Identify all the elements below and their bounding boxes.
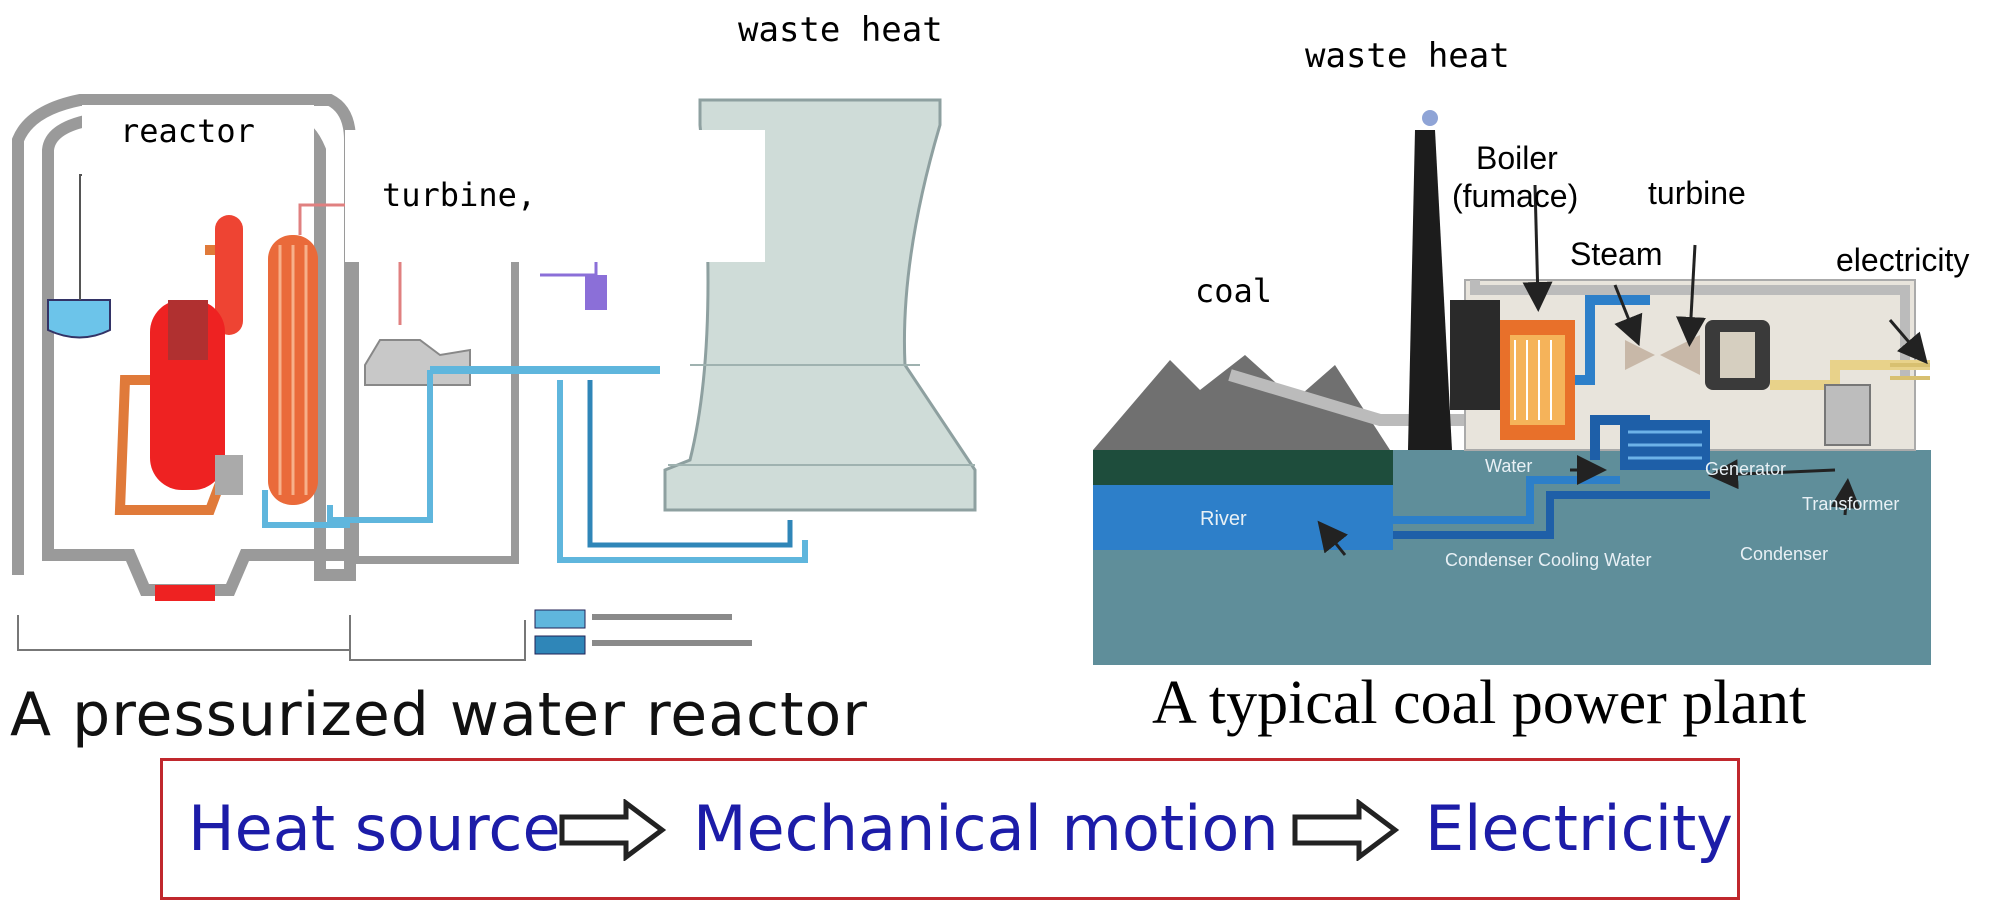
pwr-diagram: [12, 94, 977, 661]
coal-generator-label: Generator: [1705, 459, 1786, 479]
pwr-turbine-label: turbine,: [382, 176, 537, 214]
flow-arrow-2-icon: [1292, 799, 1400, 861]
coal-condenser-label: Condenser: [1740, 544, 1828, 564]
flow-heat-source: Heat source: [188, 792, 561, 865]
energy-flow-box: Heat source Mechanical motion Electricit…: [160, 758, 1740, 900]
coal-boiler-label-1: Boiler: [1476, 140, 1558, 176]
power-line: [1770, 360, 1930, 390]
coal-plant-diagram: Water Generator Transformer River Conden…: [1093, 110, 1931, 665]
auxiliary-cooling-loop: [587, 380, 793, 548]
coal-caption: A typical coal power plant: [1152, 669, 1807, 737]
coal-steam-label: Steam: [1570, 236, 1663, 272]
coal-turbine-label: turbine: [1648, 175, 1746, 211]
coal-condenser-cooling-label: Condenser Cooling Water: [1445, 550, 1651, 570]
coal-water-label: Water: [1485, 456, 1532, 476]
riverbank: [1093, 450, 1393, 485]
transformer: [1824, 384, 1871, 446]
coal-pile: [1093, 355, 1390, 450]
legend-auxiliary-cooling: [534, 635, 586, 655]
flow-arrow-1-icon: [559, 799, 667, 861]
chimney: [1408, 130, 1452, 450]
coal-boiler-label-2: (fumace): [1452, 178, 1579, 214]
coal-waste-heat-label: waste heat: [1305, 36, 1510, 76]
cooling-water-pipe: [1393, 476, 1620, 524]
primary-loop: [114, 375, 230, 515]
coolant-pump: [215, 455, 243, 495]
pwr-caption: A pressurized water reactor: [10, 680, 868, 750]
feedwater-heater: [585, 275, 607, 310]
coal-electricity-label: electricity: [1836, 242, 1970, 278]
containment-building: [12, 94, 356, 596]
pwr-reactor-label: reactor: [120, 112, 255, 150]
turbine-machine: [364, 339, 471, 386]
coal-river-label: River: [1200, 508, 1247, 530]
coal-coal-label: coal: [1195, 272, 1273, 310]
pwr-waste-heat-label: waste heat: [738, 10, 943, 50]
flow-mechanical-motion: Mechanical motion: [693, 792, 1279, 865]
relief-tank: [47, 299, 111, 339]
pressurizer: [215, 215, 243, 335]
flow-electricity: Electricity: [1425, 792, 1733, 865]
coal-transformer-label: Transformer: [1802, 494, 1899, 514]
legend-main-cooling: [534, 609, 586, 629]
turbine-left: [1625, 340, 1655, 370]
